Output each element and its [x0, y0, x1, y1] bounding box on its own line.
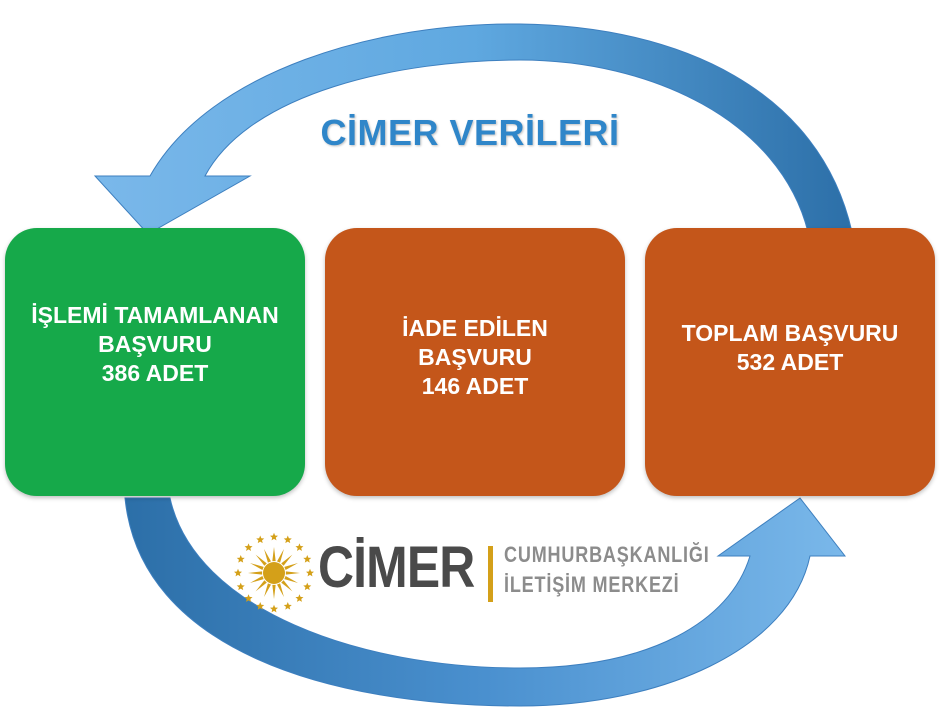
returned-applications-box: İADE EDİLEN BAŞVURU 146 ADET — [325, 228, 625, 496]
sun-ray — [255, 580, 267, 592]
logo-tagline: CUMHURBAŞKANLIĞI İLETİŞİM MERKEZİ — [504, 540, 710, 600]
emblem-star — [270, 604, 278, 613]
bottom-arrow — [124, 497, 847, 707]
box-line: 386 ADET — [101, 359, 209, 386]
box-line: İADE EDİLEN — [402, 314, 548, 341]
emblem-star — [306, 568, 314, 577]
box-line: BAŞVURU — [98, 330, 212, 357]
sun-ray — [281, 554, 293, 566]
emblem-star — [295, 594, 304, 602]
presidential-seal-icon — [234, 532, 314, 613]
emblem-star — [303, 582, 312, 591]
emblem-star — [283, 602, 292, 610]
sun-ray — [272, 547, 276, 562]
sun-ray — [249, 576, 264, 583]
emblem-star — [283, 535, 292, 544]
logo-tagline-line: İLETİŞİM MERKEZİ — [504, 572, 680, 597]
sun-ray — [255, 554, 267, 566]
sun-ray — [284, 576, 299, 583]
emblem-star — [244, 543, 253, 551]
sun-ray — [272, 584, 276, 599]
sun-ray — [281, 580, 293, 592]
sun-ray — [248, 571, 263, 575]
emblem-star — [236, 555, 245, 563]
sun-ray — [284, 563, 299, 570]
emblem-star — [244, 594, 253, 602]
sun-ray — [249, 563, 264, 570]
logo-divider — [488, 546, 493, 602]
box-line: 146 ADET — [421, 372, 529, 399]
total-applications-box: TOPLAM BAŞVURU 532 ADET — [645, 228, 935, 496]
completed-applications-box: İŞLEMİ TAMAMLANAN BAŞVURU 386 ADET — [5, 228, 305, 496]
sun-ray — [277, 548, 284, 563]
diagram-title: CİMER VERİLERİ — [320, 112, 620, 153]
sun-ray — [264, 583, 271, 598]
box-line: 532 ADET — [736, 349, 844, 375]
emblem-star — [236, 582, 245, 591]
emblem-star — [303, 555, 312, 563]
box-line: İŞLEMİ TAMAMLANAN — [31, 301, 279, 328]
logo-tagline-line: CUMHURBAŞKANLIĞI — [504, 542, 710, 567]
sun-ray — [285, 571, 300, 575]
emblem-star — [270, 532, 278, 541]
cimer-logo: CİMER CUMHURBAŞKANLIĞI İLETİŞİM MERKEZİ — [232, 528, 732, 618]
emblem-star — [256, 602, 265, 610]
sun-ray — [264, 548, 271, 563]
logo-wordmark: CİMER — [318, 535, 475, 600]
emblem-star — [234, 568, 242, 577]
sun-ray — [277, 583, 284, 598]
box-line: BAŞVURU — [418, 343, 532, 370]
emblem-star — [295, 543, 304, 551]
emblem-star — [256, 535, 265, 544]
box-line: TOPLAM BAŞVURU — [681, 320, 899, 346]
